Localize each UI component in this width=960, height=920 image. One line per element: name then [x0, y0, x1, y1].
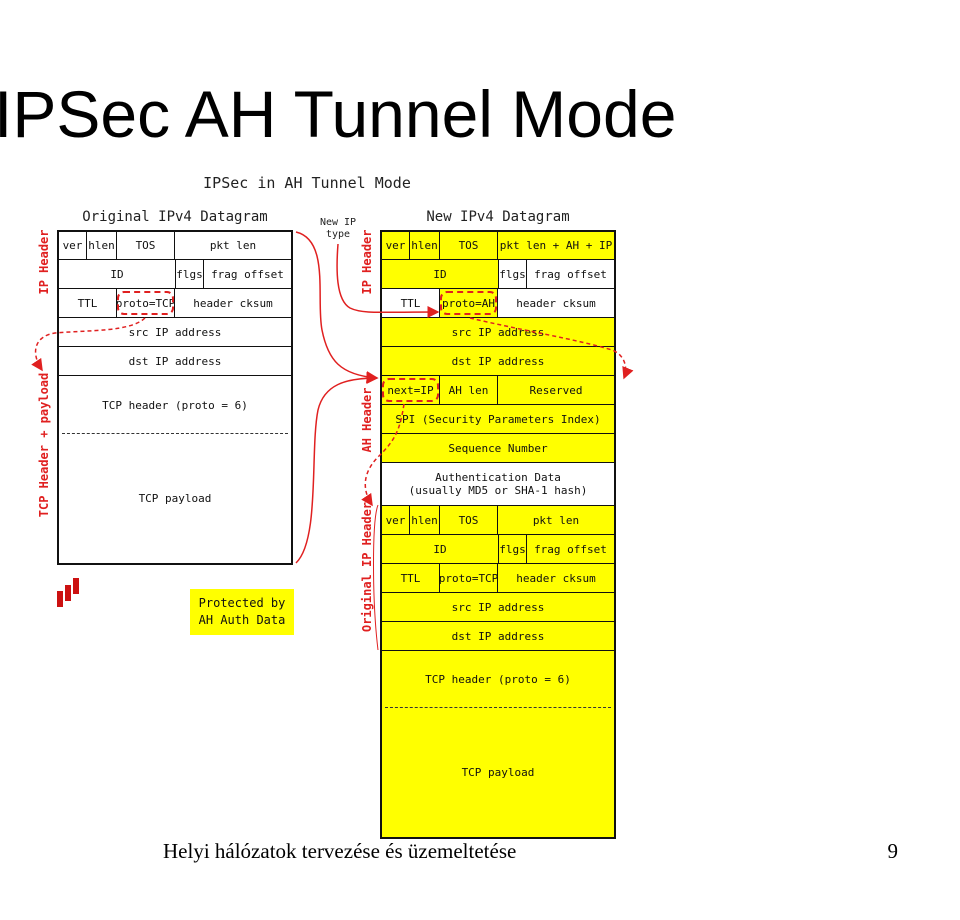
orig-header-cksum-cell: header cksum: [174, 288, 292, 318]
orig-tos-cell: TOS: [116, 231, 175, 260]
auth-line-2: (usually MD5 or SHA-1 hash): [408, 484, 588, 497]
legend-line-2: AH Auth Data: [198, 613, 286, 627]
inner-tcp-separator: [385, 707, 611, 708]
slide-title: IPSec AH Tunnel Mode: [0, 77, 677, 151]
inner-ver-cell: ver: [381, 505, 410, 535]
orig-tcp-payload-cell: TCP payload: [58, 434, 292, 564]
new-ip-type-arrow: [336, 243, 440, 319]
diagram-title: IPSec in AH Tunnel Mode: [203, 174, 411, 192]
orig-pkt-len-cell: pkt len: [174, 231, 292, 260]
slide-footer: Helyi hálózatok tervezése és üzemeltetés…: [163, 839, 517, 863]
orig-tcp-header-cell: TCP header (proto = 6): [58, 375, 292, 434]
new-proto-dashed-arrow: [469, 317, 634, 380]
note-line-2: type: [325, 229, 351, 240]
inner-pkt-len-cell: pkt len: [497, 505, 615, 535]
tcp-bracket-arrow: [295, 372, 379, 564]
inner-flgs-cell: flgs: [498, 534, 527, 564]
orig-ver-cell: ver: [58, 231, 87, 260]
orig-proto-highlight: [117, 291, 174, 315]
page-number: 9: [887, 839, 899, 863]
new-id-cell: ID: [381, 259, 499, 289]
orig-dst-cell: dst IP address: [58, 346, 292, 376]
new-flgs-cell: flgs: [498, 259, 527, 289]
note-line-1: New IP: [319, 217, 357, 228]
next-ip-dashed-arrow: [361, 403, 405, 507]
orig-frame: [57, 230, 293, 565]
orig-proto-dashed-arrow: [31, 317, 146, 372]
ah-auth-data-cell: Authentication Data (usually MD5 or SHA-…: [381, 462, 615, 506]
new-frame: [380, 230, 616, 839]
orig-id-cell: ID: [58, 259, 176, 289]
inner-hlen-cell: hlen: [409, 505, 440, 535]
inner-src-cell: src IP address: [381, 592, 615, 622]
orig-tcp-separator: [62, 433, 288, 434]
inner-tcp-payload-cell: TCP payload: [381, 708, 615, 838]
new-proto-highlight: [440, 291, 497, 315]
ah-seq-cell: Sequence Number: [381, 433, 615, 463]
original-datagram-title: Original IPv4 Datagram: [82, 209, 268, 225]
logo-bars-icon: [57, 578, 79, 607]
legend-protected: Protected by AH Auth Data: [190, 589, 294, 635]
auth-line-1: Authentication Data: [435, 471, 561, 484]
inner-tcp-header-cell: TCP header (proto = 6): [381, 650, 615, 708]
ah-next-highlight: [382, 378, 439, 402]
orig-ttl-cell: TTL: [58, 288, 117, 318]
ip-header-bracket-arrow: [295, 231, 379, 384]
new-header-cksum-cell: header cksum: [497, 288, 615, 318]
orig-src-cell: src IP address: [58, 317, 292, 347]
legend-line-1: Protected by: [198, 596, 286, 610]
new-ip-type-note: New IP type: [316, 217, 360, 241]
new-datagram-title: New IPv4 Datagram: [426, 209, 570, 225]
new-ver-cell: ver: [381, 231, 410, 260]
inner-header-bracket: [373, 504, 379, 651]
orig-frag-offset-cell: frag offset: [203, 259, 292, 289]
